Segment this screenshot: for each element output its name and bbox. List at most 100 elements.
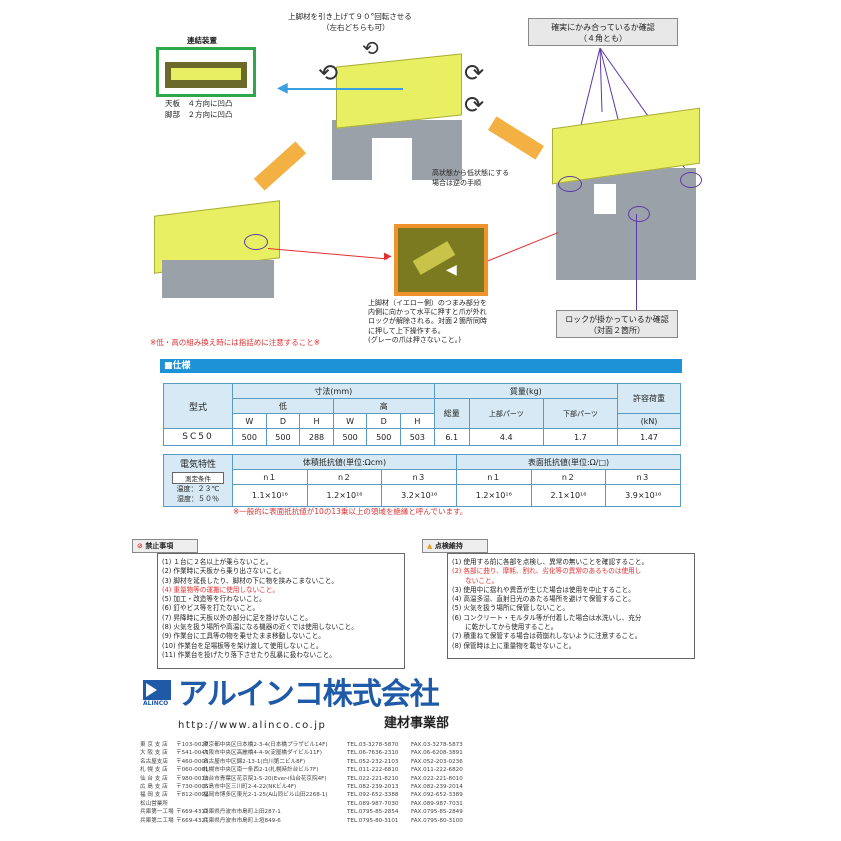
rotate-arrow-icon: ⟳ <box>464 59 485 87</box>
high-header: 高 <box>332 398 435 414</box>
h-header: H <box>400 413 435 429</box>
inspection-item: (6) コンクリート・モルタル等が付着した場合は水洗いし、充分 <box>452 613 642 622</box>
office-cell: FAX.052-203-0236 <box>411 758 463 765</box>
connector-line2: 脚部 ２方向に凹凸 <box>165 110 233 119</box>
inspection-item: (3) 使用中に揺れや異音が生じた場合は使用を中止すること。 <box>452 585 635 594</box>
office-cell: FAX.0795-80-3100 <box>411 817 463 824</box>
spec-cell: 4.4 <box>468 428 544 446</box>
office-cell: FAX.03-3278-5873 <box>411 742 463 748</box>
office-cell: 東京都中央区日本橋2-3-4(日本橋プラザビル14F) <box>203 742 328 748</box>
prohibition-item: (1) １台に２名以上が乗らないこと。 <box>162 558 273 566</box>
office-cell: 松山営業所 <box>140 800 168 807</box>
spec-table: 型式 寸法(mm) 質量(kg) 許容荷重 低 高 総量 上部パーツ 下部パーツ… <box>163 383 681 446</box>
check-lock-callout: ロックが掛かっているか確認 （対面２箇所） <box>556 310 678 338</box>
rotate-arrow-icon: ⟲ <box>318 59 339 87</box>
inspection-box: ▲ 点検維持 (1) 使用する前に各部を点検し、異常の無いことを確認すること。 … <box>422 539 695 659</box>
h-header: H <box>299 413 334 429</box>
prohibition-item: (9) 作業台に工具等の物を乗せたまま移動しないこと。 <box>162 632 325 641</box>
inspection-item: ないこと。 <box>452 576 499 585</box>
spec-cell: 1.7 <box>542 428 619 446</box>
n-header: n２ <box>530 469 607 485</box>
office-cell: FAX.089-987-7031 <box>411 800 463 807</box>
office-cell: FAX.022-221-8010 <box>411 775 463 782</box>
d-header: D <box>265 413 301 429</box>
check-fit-callout: 確実にかみ合っているか確認 （４角とも） <box>528 18 678 46</box>
rotate-instruction-line2: （左右どちらも可） <box>322 23 390 32</box>
lock-instruction-line: ロックが解除される。対面２箇所同時 <box>368 317 487 326</box>
inspection-title-tag: ▲ 点検維持 <box>422 539 488 553</box>
dimension-header: 寸法(mm) <box>232 383 435 399</box>
surface-resistance-header: 表面抵抗値(単位:Ω/□) <box>455 454 682 470</box>
lock-detail-image: ◀ <box>394 224 488 296</box>
mass-header: 質量(kg) <box>433 383 619 399</box>
office-cell: 兵庫県丹波市市島町上垣849-6 <box>203 817 281 824</box>
volume-resistance-header: 体積抵抗値(単位:Ωcm) <box>232 454 457 470</box>
office-cell: 〒812-0002 <box>176 792 209 799</box>
office-cell: 広島市中区三川町2-4-22(NKビル4F) <box>203 783 297 790</box>
check-fit-line1: 確実にかみ合っているか確認 <box>551 23 655 32</box>
office-cell: TEL.03-3278-5870 <box>347 742 399 748</box>
office-cell: 〒980-0013 <box>176 775 209 782</box>
pointer-arrow-icon <box>285 88 403 90</box>
lock-instruction-line: 上脚材（イエロー側）のつまみ部分を <box>368 299 487 307</box>
office-cell: 大 阪 支 店 <box>140 750 168 757</box>
prohibitions-box: ⊘ 禁止事項 (1) １台に２名以上が乗らないこと。 (2) 作業時に天板から乗… <box>132 539 405 669</box>
office-cell: TEL.011-222-6810 <box>347 767 399 774</box>
prohibition-item: (3) 脚材を延長したり、脚材の下に物を挟みこまないこと。 <box>162 576 339 585</box>
office-cell: 兵庫第二工場 <box>140 817 174 824</box>
electric-header: 電気特性 測定条件 温度：２３℃ 湿度：５０％ <box>163 454 233 507</box>
office-cell: 福 岡 支 店 <box>140 792 168 799</box>
low-header: 低 <box>232 398 334 414</box>
electric-label: 電気特性 <box>179 460 216 470</box>
office-cell: TEL.06-7636-2310 <box>347 750 399 757</box>
rotate-arrow-icon: ⟲ <box>362 36 379 60</box>
office-cell: 広 島 支 店 <box>140 783 168 790</box>
connector-detail-image <box>156 47 256 97</box>
prohibition-item: (10) 作業台を足場板等を架け渡して使用しないこと。 <box>162 641 323 650</box>
inspection-title: 点検維持 <box>434 542 463 550</box>
connector-title: 連結装置 <box>187 36 217 45</box>
total-header: 総量 <box>433 398 470 429</box>
spec-cell: 500 <box>366 428 402 446</box>
w-header: W <box>332 413 368 429</box>
n-header: n３ <box>381 469 457 485</box>
office-cell: 名古屋市中区錦2-13-1(白川第二ビル8F) <box>203 758 306 765</box>
inspection-item: (4) 高温多湿、直射日光のあたる場所を避けて保管すること。 <box>452 595 635 604</box>
office-cell: 大阪市中央区高麗橋4-4-9(淀屋橋ダイビル11F) <box>203 750 322 757</box>
office-cell: 名古屋支店 <box>140 758 168 765</box>
product-top-image <box>328 50 468 190</box>
prohibition-item: (4) 重量物等の運搬に使用しないこと。 <box>162 585 279 594</box>
division-name: 建材事業部 <box>384 716 450 731</box>
spec-cell: 500 <box>232 428 267 446</box>
prohibition-item: (2) 作業時に天板から乗り出さないこと。 <box>162 567 286 576</box>
lock-instruction-line: 内側に向かって水平に押すと爪が外れ <box>368 308 487 317</box>
resistance-cell: 3.9×10¹⁶ <box>605 484 681 507</box>
company-name: アルインコ株式会社 <box>178 677 440 712</box>
w-header: W <box>232 413 267 429</box>
callout-pointer-line <box>636 214 637 310</box>
n-header: n２ <box>306 469 383 485</box>
model-header: 型式 <box>163 383 233 429</box>
resistance-cell: 3.2×10¹⁶ <box>381 484 457 507</box>
check-lock-line2: （対面２箇所） <box>589 326 645 335</box>
product-low-image <box>152 200 282 300</box>
spec-cell: 6.1 <box>433 428 470 446</box>
inspection-item: (5) 火気を扱う場所に保管しないこと。 <box>452 604 569 613</box>
conditions-title: 測定条件 <box>172 472 224 484</box>
spec-cell: 1.47 <box>617 428 681 446</box>
office-cell: 兵庫第一工場 <box>140 809 174 816</box>
lock-instruction: 上脚材（イエロー側）のつまみ部分を 内側に向かって水平に押すと爪が外れ ロックが… <box>368 299 487 345</box>
office-cell: 〒669-4312 <box>176 809 209 816</box>
inspection-item: (8) 保管時は上に重量物を載せないこと。 <box>452 641 576 650</box>
reverse-note-line2: 場合は逆の手順 <box>432 179 481 187</box>
company-url: http://www.alinco.co.jp <box>178 720 327 731</box>
load-header-line1: 許容荷重 <box>633 394 665 403</box>
